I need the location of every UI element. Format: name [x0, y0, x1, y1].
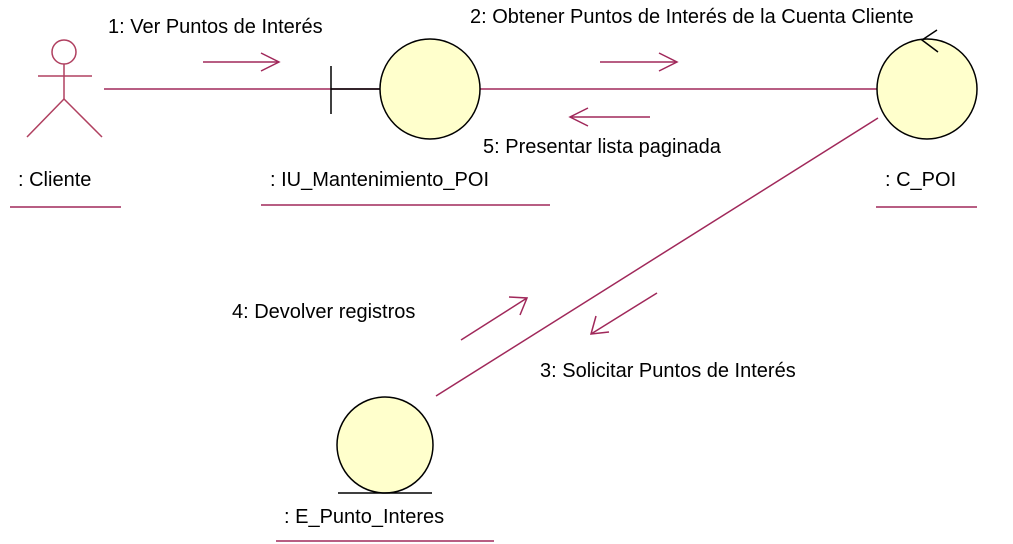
message-arrow-3	[589, 292, 658, 335]
control-icon	[876, 29, 978, 140]
message-arrow-1	[203, 52, 281, 72]
entity-e-punto-interes[interactable]: : E_Punto_Interes	[276, 396, 494, 542]
entity-name: : E_Punto_Interes	[284, 506, 444, 528]
boundary-name: : IU_Mantenimiento_POI	[270, 169, 489, 191]
actor-name: : Cliente	[18, 169, 91, 191]
message-label-3: 3: Solicitar Puntos de Interés	[540, 360, 796, 382]
link-cpoi-entity	[435, 117, 879, 397]
message-label-5: 5: Presentar lista paginada	[483, 136, 722, 158]
message-arrow-4	[460, 296, 529, 341]
control-name: : C_POI	[885, 169, 956, 191]
actor-icon	[26, 39, 103, 138]
entity-icon	[336, 396, 434, 494]
control-c-poi[interactable]: : C_POI	[876, 29, 978, 208]
boundary-iu-mantenimiento-poi[interactable]: : IU_Mantenimiento_POI	[261, 38, 550, 206]
message-label-2: 2: Obtener Puntos de Interés de la Cuent…	[470, 6, 914, 28]
actor-cliente[interactable]: : Cliente	[10, 39, 121, 208]
message-label-4: 4: Devolver registros	[232, 301, 415, 323]
message-arrow-2	[600, 52, 679, 72]
message-label-1: 1: Ver Puntos de Interés	[108, 16, 323, 38]
boundary-icon	[330, 38, 481, 140]
message-arrow-5	[568, 107, 650, 127]
